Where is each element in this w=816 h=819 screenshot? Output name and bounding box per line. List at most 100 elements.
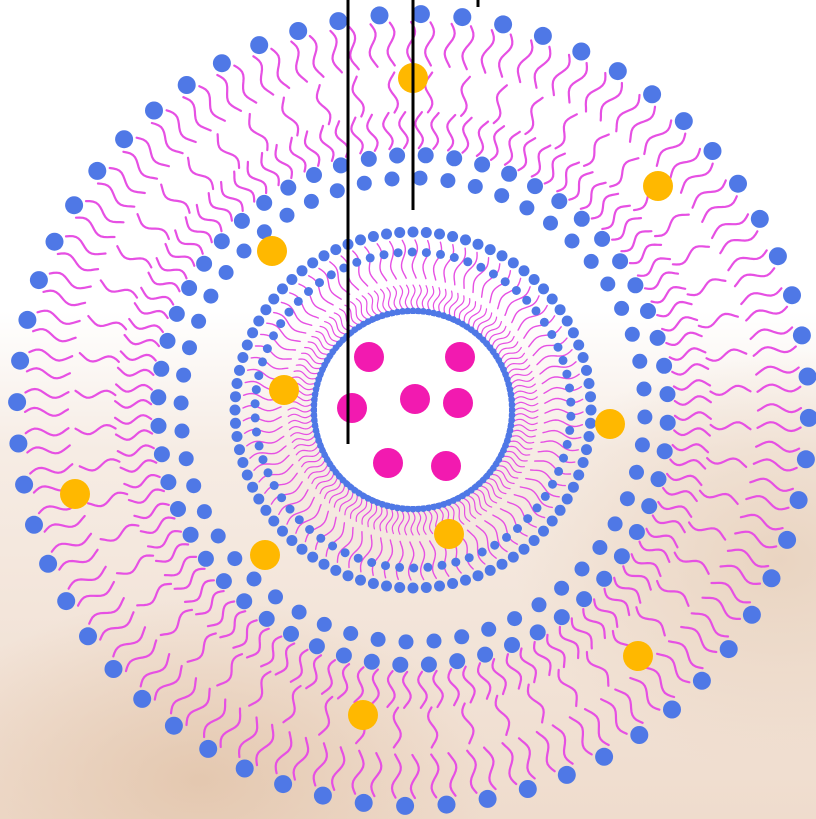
lipid-head: [366, 253, 375, 262]
lipid-tail: [392, 509, 398, 534]
lipid-head: [446, 150, 462, 166]
lipid-head: [641, 498, 657, 514]
lipid-head: [169, 306, 185, 322]
lipid-tail: [113, 627, 145, 656]
lipid-tail: [388, 23, 395, 66]
lipid-tail: [667, 474, 701, 485]
lipid-head: [533, 503, 542, 512]
lipid-tail: [387, 288, 393, 312]
lipid-tail: [129, 490, 164, 503]
lipid-head: [314, 787, 332, 805]
lipid-tail: [69, 567, 106, 589]
lipid-head: [476, 263, 485, 272]
lipid-tail: [319, 697, 332, 735]
lipid-head: [30, 271, 48, 289]
lipid-tail: [735, 532, 776, 548]
lipid-tail: [623, 566, 651, 589]
lipid-head: [720, 640, 738, 658]
lipid-tail: [59, 550, 97, 570]
lipid-tail: [399, 509, 404, 534]
lipid-tail: [657, 302, 691, 316]
lipophilic-drug: [269, 375, 299, 405]
lipid-tail: [256, 346, 292, 359]
lipid-head: [186, 478, 201, 493]
lipid-head: [9, 435, 27, 453]
lipid-head: [573, 470, 584, 481]
lipid-tail: [338, 664, 349, 698]
lipid-tail: [383, 113, 393, 149]
lipid-head: [46, 233, 64, 251]
lipid-tail: [340, 490, 354, 511]
hydrophilic-drug: [337, 393, 367, 423]
lipid-head: [555, 304, 566, 315]
lipid-head: [297, 544, 308, 555]
lipid-tail: [735, 268, 774, 286]
lipid-tail: [121, 351, 156, 360]
lipid-tail: [632, 554, 661, 576]
lipid-tail: [389, 73, 398, 113]
lipid-head: [422, 248, 431, 257]
lipid-head: [554, 467, 563, 476]
lipid-head: [629, 465, 644, 480]
lipid-tail: [353, 751, 364, 794]
lipid-head: [256, 195, 272, 211]
lipid-head: [25, 516, 43, 534]
lipid-head: [522, 296, 531, 305]
lipid-head: [502, 533, 511, 542]
lipid-tail: [400, 286, 404, 311]
lipid-tail: [463, 118, 472, 153]
lipid-head: [640, 303, 656, 319]
lipid-head: [259, 611, 275, 627]
lipid-tail: [513, 408, 538, 412]
lipid-tail: [288, 414, 313, 418]
lipid-tail: [710, 386, 750, 395]
lipid-head: [530, 624, 546, 640]
lipid-head: [627, 277, 643, 293]
lipid-head: [304, 194, 319, 209]
lipid-tail: [29, 350, 72, 361]
lipid-head: [555, 505, 566, 516]
lipid-tail: [513, 402, 538, 406]
lipid-tail: [78, 582, 114, 606]
lipid-head: [592, 540, 607, 555]
lipid-tail: [405, 510, 410, 535]
lipid-tail: [462, 704, 473, 744]
lipid-head: [268, 516, 279, 527]
lipid-tail: [754, 347, 796, 356]
lipid-tail: [657, 581, 688, 606]
lipid-tail: [291, 650, 308, 682]
lipid-tail: [166, 244, 195, 266]
lipid-head: [558, 766, 576, 784]
lipid-tail: [488, 326, 506, 344]
lipid-head: [381, 581, 392, 592]
lipid-tail: [186, 217, 212, 242]
lipid-head: [620, 491, 635, 506]
hydrophilic-drug: [443, 388, 473, 418]
lipid-head: [283, 626, 299, 642]
lipid-tail: [316, 472, 335, 489]
lipid-tail: [80, 353, 119, 362]
lipid-tail: [674, 380, 710, 390]
lipid-head: [234, 444, 245, 455]
lipid-head: [286, 274, 297, 285]
lipid-tail: [310, 36, 324, 77]
lipid-head: [473, 239, 484, 250]
lipophilic-drug: [250, 540, 280, 570]
lipid-head: [183, 527, 199, 543]
lipid-head: [656, 358, 672, 374]
lipid-tail: [569, 172, 592, 200]
lipid-head: [454, 629, 469, 644]
lipid-tail: [271, 49, 289, 88]
lipid-tail: [468, 305, 481, 327]
lipid-tail: [444, 291, 452, 315]
lipid-head: [264, 468, 273, 477]
lipid-tail: [125, 335, 159, 346]
lipid-tail: [434, 242, 442, 280]
lipid-head: [196, 256, 212, 272]
lipid-head: [8, 393, 26, 411]
lipid-tail: [305, 131, 319, 165]
lipid-tail: [720, 231, 757, 253]
lipid-head: [793, 326, 811, 344]
lipid-tail: [657, 134, 686, 166]
